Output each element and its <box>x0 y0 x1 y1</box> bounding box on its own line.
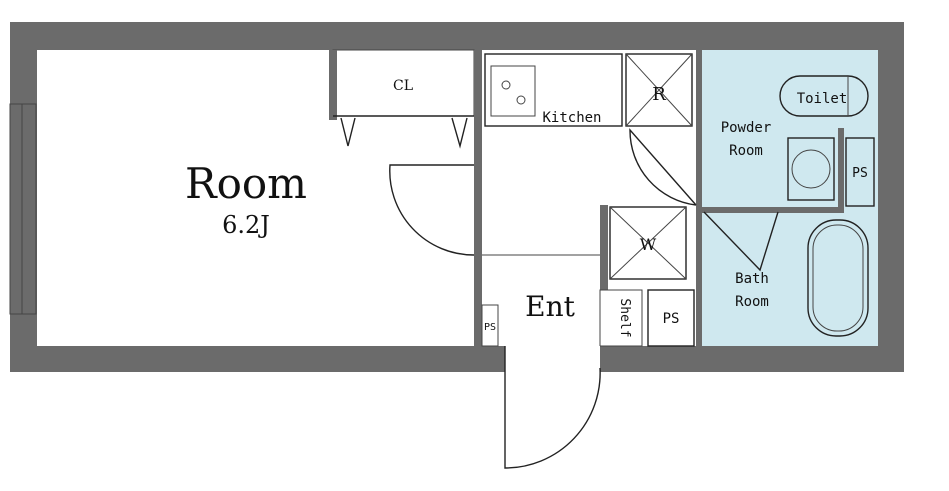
room-label: Room <box>185 159 307 208</box>
fridge-diagonal <box>625 53 693 127</box>
entrance-label: Ent <box>525 290 575 323</box>
window <box>9 103 37 315</box>
bath-partition <box>702 207 844 213</box>
wet-area-wall <box>696 50 702 346</box>
washer-wall <box>600 205 608 290</box>
wet-area <box>702 50 878 346</box>
toilet-label: Toilet <box>797 91 848 107</box>
bath-door-swing <box>703 211 779 272</box>
closet-door-left <box>340 117 356 147</box>
divider-wall-lower <box>474 255 482 305</box>
shelf <box>599 289 643 347</box>
bathtub-icon <box>807 219 869 337</box>
washer <box>609 206 687 280</box>
washer-label: W <box>640 235 657 254</box>
kitchen-counter <box>484 53 623 127</box>
ps-right <box>845 137 875 207</box>
divider-wall-upper <box>474 50 482 165</box>
powder-door-swing <box>629 128 697 206</box>
basin-icon <box>791 149 831 189</box>
ps-small-label: PS <box>484 322 496 333</box>
washer-diagonal <box>609 206 687 280</box>
burner-icon <box>501 80 511 90</box>
powder-room-label-2: Room <box>729 143 763 159</box>
kitchen-label: Kitchen <box>542 110 601 126</box>
room-size: 6.2J <box>222 211 270 239</box>
ps-right-label: PS <box>852 166 868 181</box>
bath-label-2: Room <box>735 294 769 310</box>
shelf-label: Shelf <box>617 298 632 337</box>
closet-label: CL <box>393 78 413 94</box>
main-room-floor <box>37 50 474 346</box>
ps-right-wall <box>838 128 844 213</box>
room-door-swing <box>389 164 475 256</box>
toilet-icon <box>779 75 869 117</box>
refrigerator <box>625 53 693 127</box>
entrance-door-swing <box>504 346 601 469</box>
bathtub-inner <box>812 224 864 332</box>
fridge-label: R <box>652 84 666 105</box>
washbasin <box>787 137 835 201</box>
entrance-opening <box>505 346 600 372</box>
powder-room-label-1: Powder <box>721 120 772 136</box>
burner-icon <box>516 95 526 105</box>
kitchen-floor <box>482 50 696 346</box>
closet-door-right <box>451 117 468 149</box>
ps-mid <box>647 289 695 347</box>
ps-mid-label: PS <box>663 311 680 327</box>
ps-small <box>481 304 499 347</box>
stove <box>490 65 536 117</box>
bath-label-1: Bath <box>735 271 769 287</box>
